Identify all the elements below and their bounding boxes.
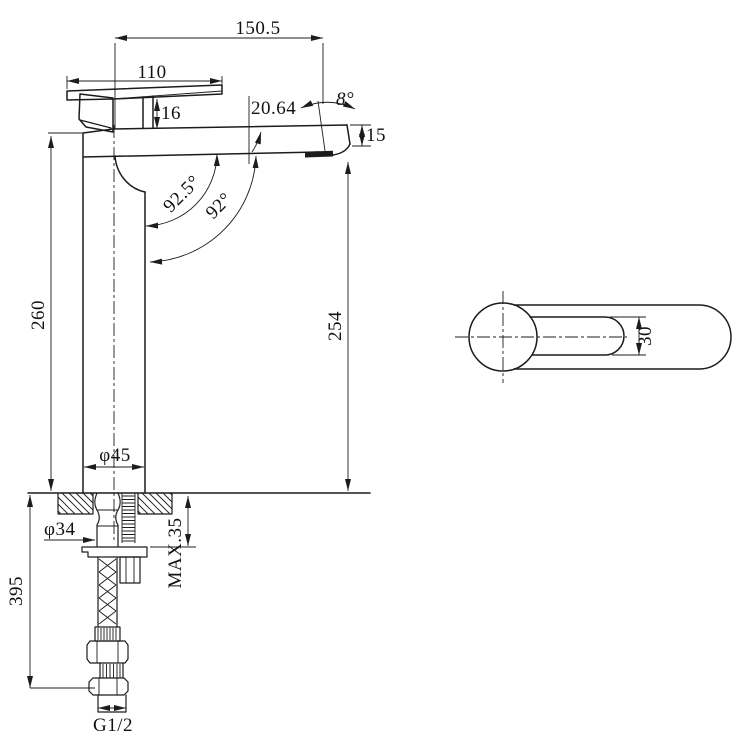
dim-shank-diameter-group: φ34 xyxy=(44,519,95,543)
mounting-nut xyxy=(119,556,141,584)
hose-nut-lower xyxy=(88,677,129,696)
handle xyxy=(66,84,223,133)
dim-inner-angle: 92.5° xyxy=(159,171,205,217)
dim-spout-end-height-group: 15 xyxy=(350,124,386,147)
hose-nut-upper xyxy=(86,640,129,664)
dim-slot-width: 30 xyxy=(635,326,656,346)
dim-tilt-angle-group: 8° xyxy=(300,89,356,152)
dim-below-counter: 395 xyxy=(6,576,27,606)
dim-slot-width-group: 30 xyxy=(610,316,656,356)
dim-spout-end-height: 15 xyxy=(366,125,386,146)
dim-body-diameter: φ45 xyxy=(99,445,130,466)
aerator xyxy=(305,150,333,158)
countertop-hatch xyxy=(57,492,173,515)
dim-below-counter-group: 395 xyxy=(6,495,95,689)
dim-stem-height: 16 xyxy=(161,103,181,124)
dim-shank-diameter: φ34 xyxy=(44,519,75,540)
dim-body-diameter-group: φ45 xyxy=(84,445,144,470)
dim-spout-thickness-group: 20.64 xyxy=(248,96,296,164)
column xyxy=(82,125,146,543)
dim-max-deck-group: MAX.35 xyxy=(150,496,196,589)
hose-braid-pattern xyxy=(98,558,117,625)
dim-spout-height: 254 xyxy=(325,311,346,341)
spout-slot xyxy=(529,316,625,356)
dim-thread-size-group: G1/2 xyxy=(93,705,133,736)
dim-handle-width: 110 xyxy=(137,62,166,83)
dim-handle-width-group: 110 xyxy=(66,62,223,89)
dim-body-height: 260 xyxy=(28,300,49,330)
dim-max-deck: MAX.35 xyxy=(165,517,186,588)
countertop xyxy=(27,492,371,515)
dim-top-span: 150.5 xyxy=(235,18,280,39)
dim-stem-height-group: 16 xyxy=(154,99,181,129)
spout-outline xyxy=(513,304,732,370)
dim-outer-angle: 92° xyxy=(202,189,237,224)
dim-spout-thickness: 20.64 xyxy=(251,98,296,119)
dim-spout-height-group: 254 xyxy=(325,162,351,491)
under-counter-assembly xyxy=(81,492,148,713)
front-view: 92.5° 92° 150.5 110 16 20.64 xyxy=(6,18,386,736)
top-view: 30 xyxy=(455,291,732,383)
mounting-washer xyxy=(81,546,148,558)
dim-thread-size: G1/2 xyxy=(93,715,133,736)
dim-tilt-angle: 8° xyxy=(336,89,354,110)
angle-dimensions: 92.5° 92° xyxy=(145,153,259,265)
spout xyxy=(82,124,351,158)
dim-body-height-group: 260 xyxy=(28,132,82,491)
dim-top-span-group: 150.5 xyxy=(114,18,324,129)
